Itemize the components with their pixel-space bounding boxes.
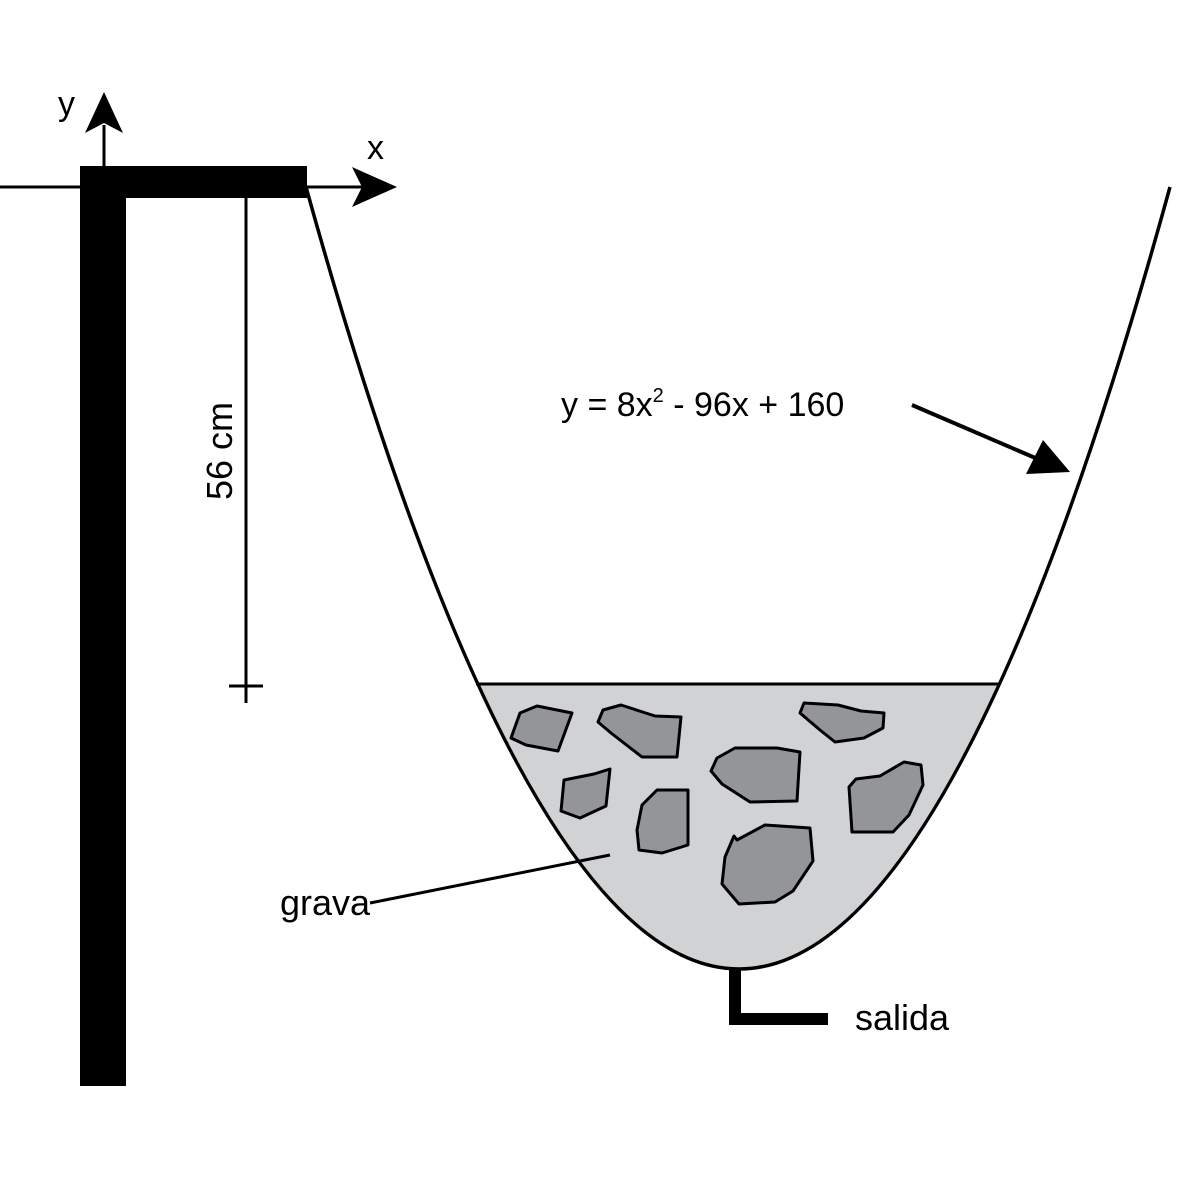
- stone: [709, 746, 802, 804]
- equation-pointer-line: [911, 403, 1041, 462]
- stone: [509, 704, 574, 753]
- equation-exponent: 2: [653, 385, 664, 407]
- equation-pointer-arrowhead: [1026, 440, 1070, 474]
- stone: [798, 701, 886, 744]
- gravel-label: grava: [280, 882, 371, 923]
- gravel-pointer-line: [369, 853, 611, 905]
- stone: [847, 760, 925, 834]
- stone: [635, 788, 690, 855]
- y-axis-arrowhead: [85, 92, 123, 133]
- stones: [509, 701, 925, 906]
- x-axis-label: x: [367, 129, 384, 167]
- stone: [596, 703, 683, 759]
- depth-label: 56 cm: [199, 402, 240, 500]
- outlet-pipe: [729, 969, 828, 1025]
- equation-label: y = 8x2 - 96x + 160: [561, 385, 844, 424]
- x-axis-arrowhead: [352, 167, 397, 207]
- wall-post: [80, 190, 126, 1086]
- stone: [720, 823, 815, 906]
- outlet-label: salida: [855, 997, 950, 1038]
- equation-rest: - 96x + 160: [664, 386, 845, 424]
- equation-main: y = 8x: [561, 386, 653, 424]
- top-beam: [80, 166, 307, 198]
- stone: [559, 767, 612, 820]
- y-axis-label: y: [58, 85, 75, 123]
